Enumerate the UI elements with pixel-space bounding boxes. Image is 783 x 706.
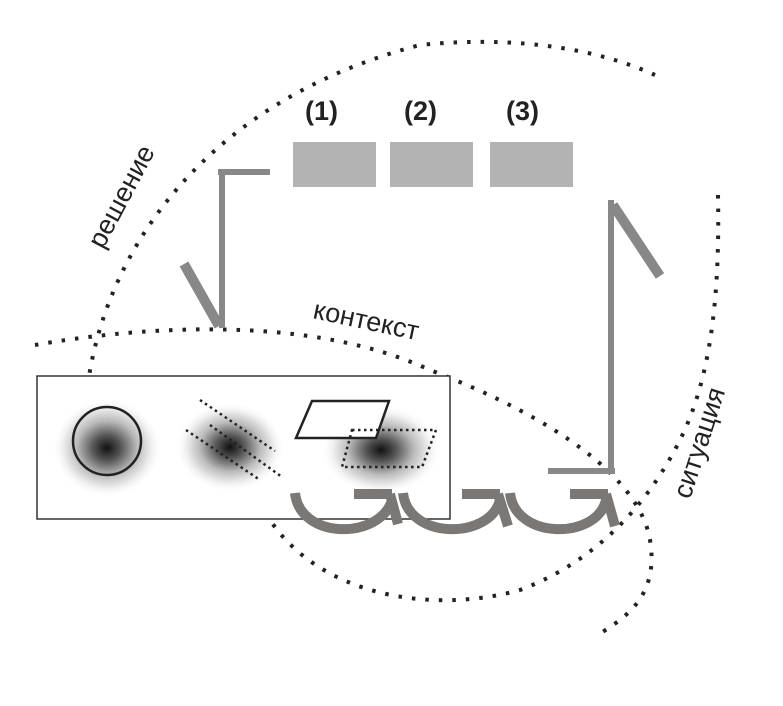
step-box-3 xyxy=(490,142,573,187)
circle-shape xyxy=(71,405,143,477)
right-bracket xyxy=(548,200,665,474)
dotted-parallel-lines xyxy=(185,398,283,482)
context-label: контекст xyxy=(311,295,422,347)
arrow-1 xyxy=(290,492,397,535)
arrow-1-head-d xyxy=(385,492,403,526)
blob-2 xyxy=(175,402,285,492)
arrow-3-head-d xyxy=(601,492,620,528)
arrow-2 xyxy=(398,491,505,535)
left-bracket xyxy=(179,169,270,329)
cycle-arrows xyxy=(290,489,620,535)
decision-arc xyxy=(82,39,656,441)
situation-label: ситуация xyxy=(667,384,731,502)
parallelogram-solid xyxy=(294,399,391,440)
step-label-3: (3) xyxy=(506,96,539,126)
step-box-2 xyxy=(390,142,473,187)
parallelogram-dotted xyxy=(340,428,438,469)
arrow-2-head-d xyxy=(493,492,513,528)
blob-1 xyxy=(52,398,162,498)
arrow-3 xyxy=(505,491,611,535)
step-label-2: (2) xyxy=(404,96,437,126)
context-panel xyxy=(36,375,451,520)
decision-label: решение xyxy=(82,140,161,253)
step-box-1 xyxy=(293,142,376,187)
step-label-1: (1) xyxy=(305,96,338,126)
